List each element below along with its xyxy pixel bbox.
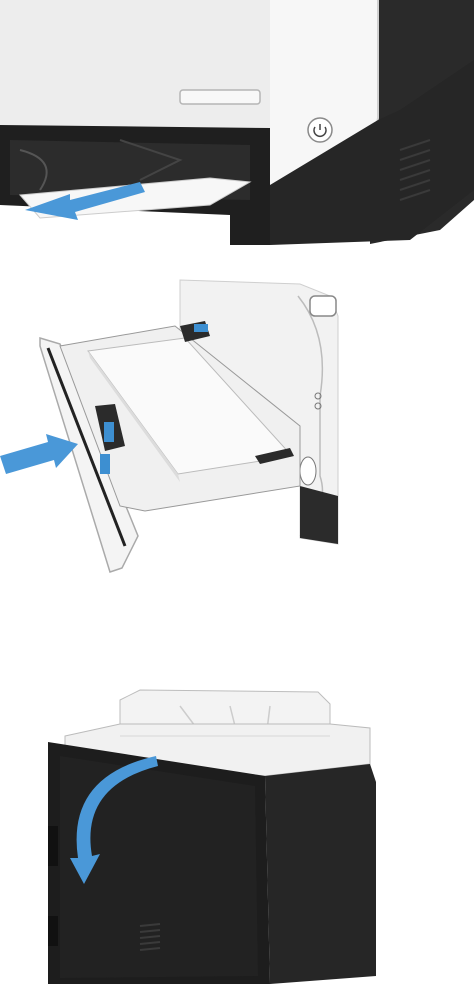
step-1-panel <box>0 0 474 260</box>
paper-jam-output-illustration <box>0 0 474 260</box>
arrow-right-icon <box>0 434 78 474</box>
close-tray-illustration <box>0 276 474 576</box>
step-3-panel <box>0 686 474 984</box>
open-rear-door-illustration <box>0 686 474 984</box>
step-2-panel <box>0 276 474 576</box>
